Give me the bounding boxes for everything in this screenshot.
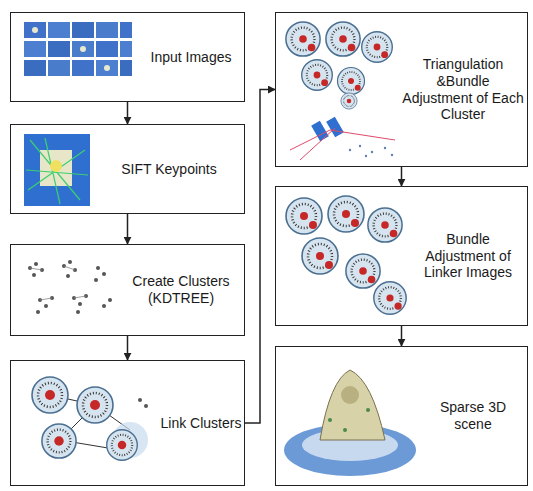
- flow-arrow: [401, 167, 403, 186]
- process-box: Link Clusters: [10, 360, 245, 486]
- text-area: Sparse 3D scene: [424, 347, 522, 485]
- flow-arrow: [401, 326, 403, 346]
- sift-image: [24, 134, 90, 206]
- sparse-scene: [284, 370, 416, 476]
- box-label: Bundle Adjustment of Linker Images: [414, 231, 522, 281]
- box-label: Link Clusters: [159, 415, 243, 432]
- text-area: Bundle Adjustment of Linker Images: [414, 187, 522, 325]
- text-area: Triangulation &Bundle Adjustment of Each…: [402, 13, 524, 166]
- flow-arrow: [127, 214, 129, 244]
- cluster-triangulation: [286, 22, 395, 160]
- box-label: Input Images: [141, 49, 241, 66]
- process-box: Bundle Adjustment of Linker Images: [275, 186, 528, 326]
- box-label: Create Clusters (KDTREE): [121, 273, 241, 307]
- box-label: SIFT Keypoints: [99, 161, 239, 178]
- text-area: Create Clusters (KDTREE): [121, 245, 241, 335]
- flow-arrow: [127, 102, 129, 124]
- text-area: Input Images: [141, 13, 241, 101]
- linked-clusters: [32, 377, 148, 460]
- process-box: Input Images: [10, 12, 245, 102]
- process-box: Create Clusters (KDTREE): [10, 244, 245, 336]
- text-area: Link Clusters: [159, 361, 243, 485]
- box-label: Sparse 3D scene: [424, 399, 522, 433]
- linker-clusters: [286, 196, 406, 314]
- box-label: Triangulation &Bundle Adjustment of Each…: [402, 56, 524, 123]
- text-area: SIFT Keypoints: [99, 125, 239, 213]
- flow-arrow: [245, 90, 275, 424]
- image-thumbnails: [24, 22, 132, 76]
- flow-arrow: [127, 336, 129, 360]
- process-box: Triangulation &Bundle Adjustment of Each…: [275, 12, 528, 167]
- process-box: SIFT Keypoints: [10, 124, 245, 214]
- cluster-points: [28, 260, 112, 314]
- process-box: Sparse 3D scene: [275, 346, 528, 486]
